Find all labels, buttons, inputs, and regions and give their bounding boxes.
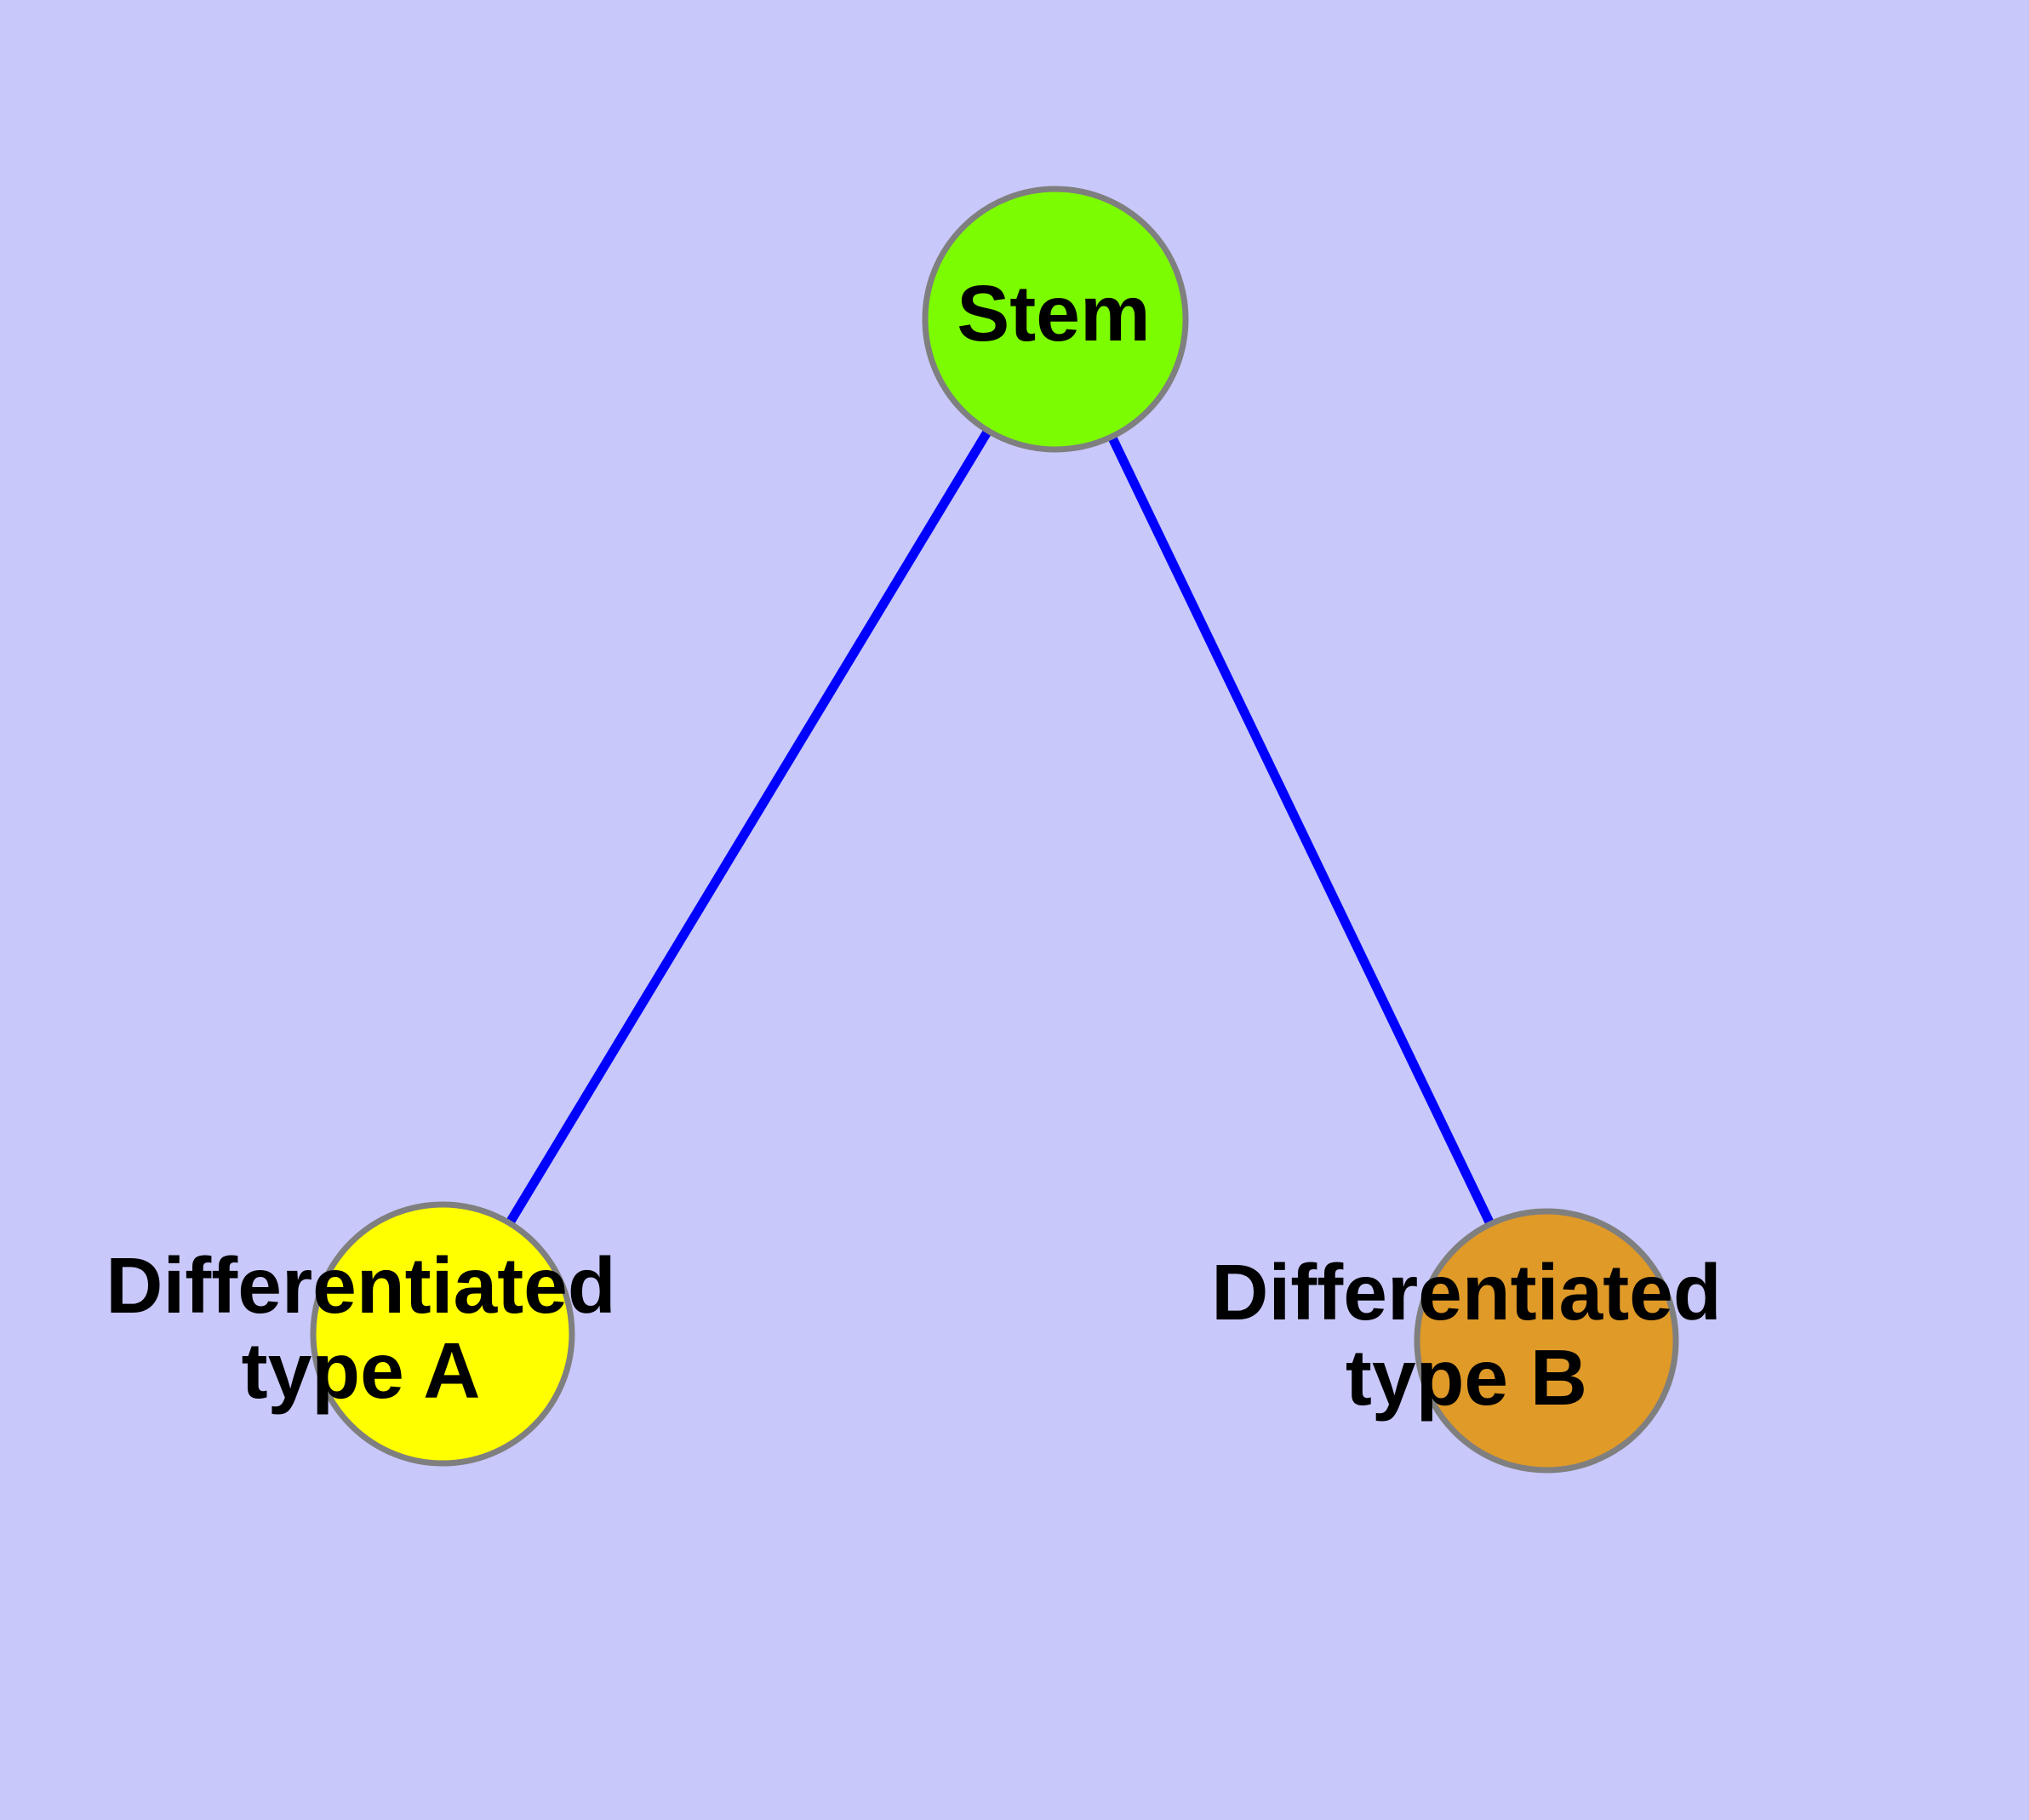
node-diff_a[interactable] bbox=[310, 1201, 575, 1467]
node-stem[interactable] bbox=[922, 186, 1189, 453]
node-label-line: type A bbox=[242, 1326, 481, 1415]
node-label-stem: Stem bbox=[957, 269, 1150, 358]
node-label-line: Differentiated bbox=[1211, 1247, 1721, 1336]
edges-group bbox=[504, 426, 1495, 1228]
edge-stem-to-diff_b bbox=[1106, 432, 1495, 1228]
node-diff_b[interactable] bbox=[1414, 1208, 1679, 1474]
node-label-line: Differentiated bbox=[106, 1240, 615, 1329]
nodes-group bbox=[310, 186, 1679, 1474]
node-label-line: type B bbox=[1346, 1333, 1587, 1422]
node-label-line: Stem bbox=[957, 269, 1150, 358]
edge-stem-to-diff_a bbox=[504, 426, 993, 1228]
